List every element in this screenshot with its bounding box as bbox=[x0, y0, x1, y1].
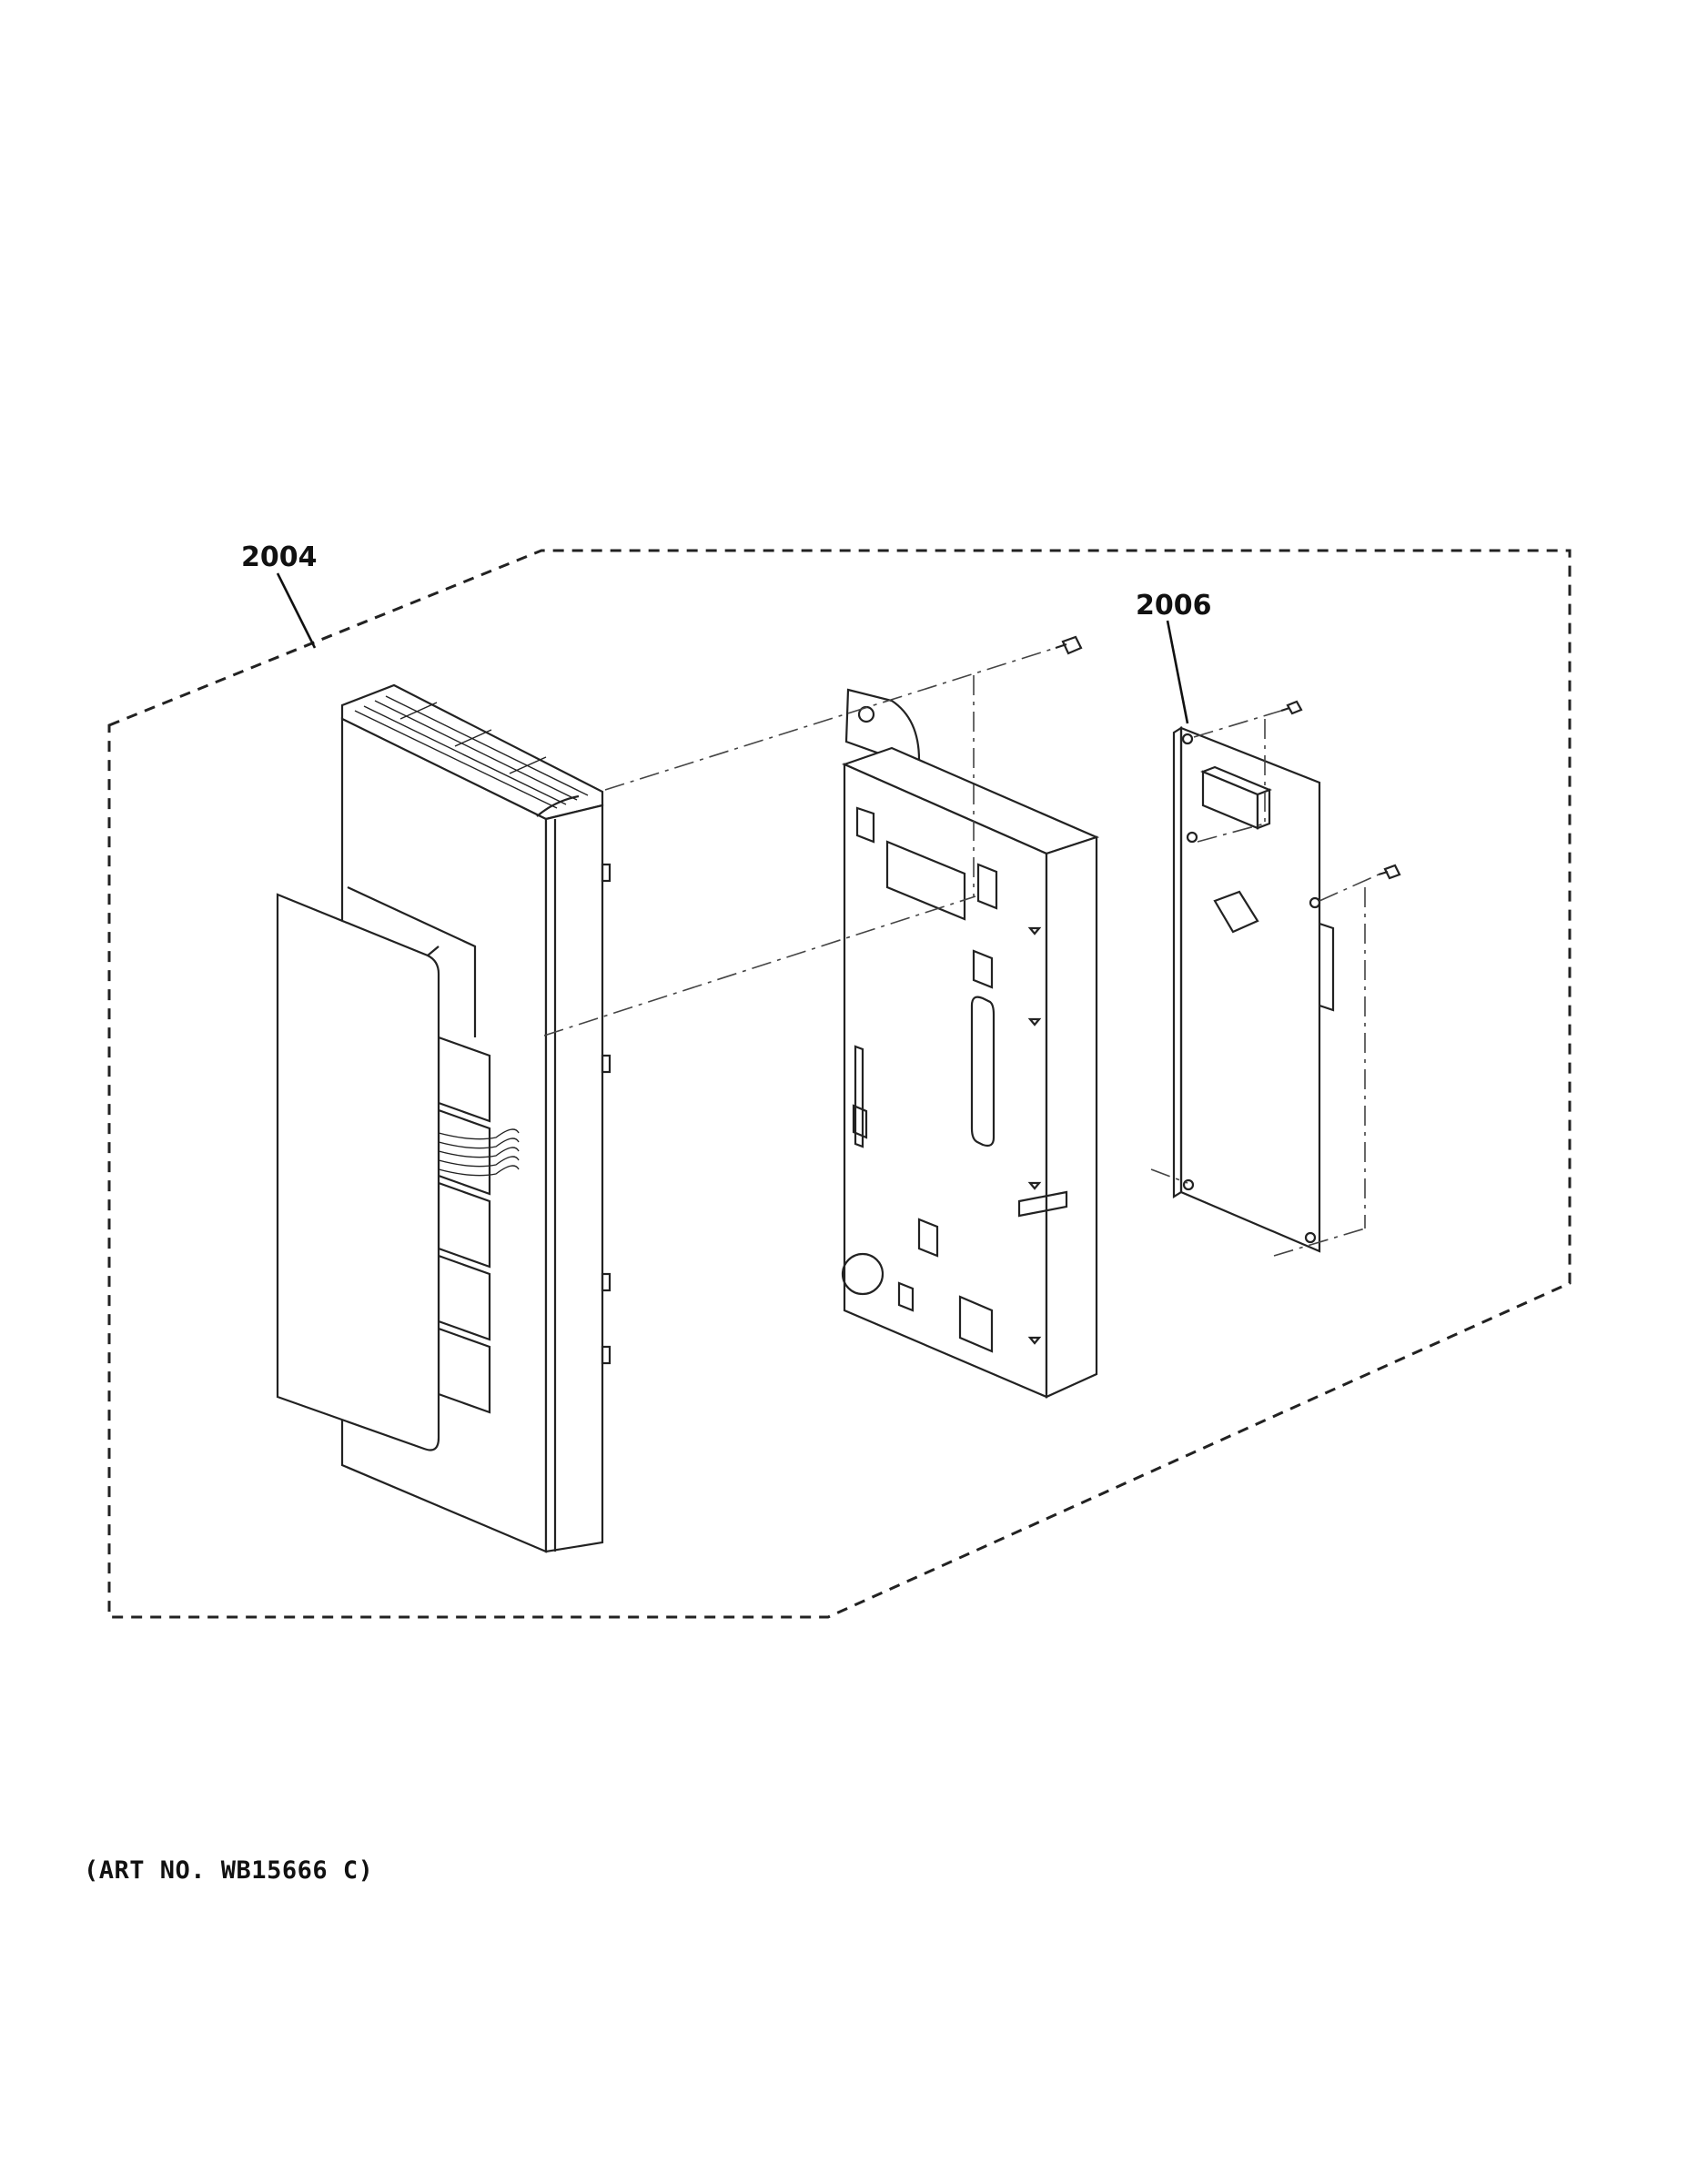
control-panel bbox=[276, 683, 612, 1553]
alignment-lines bbox=[543, 647, 1380, 1257]
screw-icon bbox=[1378, 864, 1401, 880]
assembly-boundary bbox=[107, 549, 1572, 1619]
callout-2004: 2004 bbox=[241, 541, 318, 573]
control-bracket bbox=[841, 688, 1100, 1399]
leader-line-2004 bbox=[276, 572, 317, 649]
art-number-label: (ART NO. WB15666 C) bbox=[84, 1856, 374, 1885]
control-board bbox=[1172, 726, 1335, 1253]
screw-icon bbox=[1055, 635, 1083, 655]
screw-icon bbox=[1280, 700, 1303, 715]
leader-line-2006 bbox=[1166, 620, 1189, 724]
callout-2006: 2006 bbox=[1136, 590, 1212, 622]
